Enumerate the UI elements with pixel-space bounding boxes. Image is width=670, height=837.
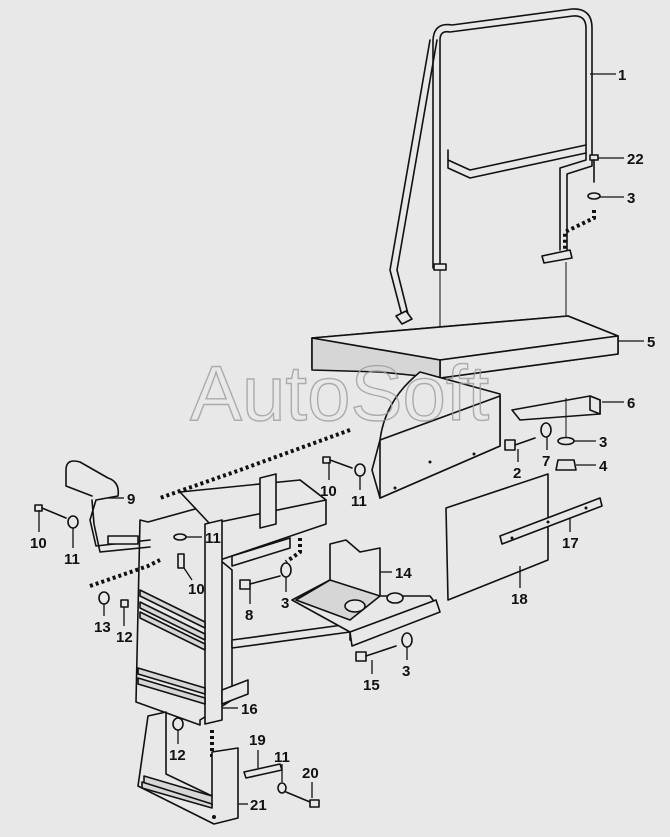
callout-19: 19 xyxy=(249,732,266,749)
nut-12-lower xyxy=(172,717,184,731)
callout-6: 6 xyxy=(627,395,635,412)
lower-step xyxy=(137,711,239,825)
callout-18: 18 xyxy=(511,591,528,608)
washer-11-frame xyxy=(173,533,187,541)
plate-19 xyxy=(243,763,283,779)
callout-21: 21 xyxy=(250,797,267,814)
callout-3-right: 3 xyxy=(599,434,607,451)
callout-3-frame: 3 xyxy=(281,595,289,612)
watermark: AutoSoft xyxy=(190,349,490,437)
callout-10-seat: 10 xyxy=(320,483,337,500)
callout-13: 13 xyxy=(94,619,111,636)
bolt-10-frame xyxy=(177,553,185,569)
washer-13 xyxy=(98,591,110,605)
step-frame xyxy=(135,473,351,726)
callout-2: 2 xyxy=(513,465,521,482)
grab-handle xyxy=(65,460,151,553)
callout-9: 9 xyxy=(127,491,135,508)
callout-12-upper: 12 xyxy=(116,629,133,646)
callout-12-lower: 12 xyxy=(169,747,186,764)
nut-12-upper xyxy=(120,599,129,608)
callout-3-top: 3 xyxy=(627,190,635,207)
callout-11-lower: 11 xyxy=(274,749,290,766)
bolt-22 xyxy=(563,154,601,250)
seat-box xyxy=(311,315,619,499)
callout-11-left: 11 xyxy=(64,551,80,568)
handrail xyxy=(389,8,593,325)
callout-5: 5 xyxy=(647,334,655,351)
washer-7 xyxy=(540,422,552,438)
callout-16: 16 xyxy=(241,701,258,718)
bolt-8 xyxy=(239,562,292,590)
callout-15: 15 xyxy=(363,677,380,694)
nut-4 xyxy=(555,459,577,471)
bolt-10-handle xyxy=(34,504,79,529)
bolt-20 xyxy=(285,791,320,808)
callout-1: 1 xyxy=(618,67,626,84)
callout-4: 4 xyxy=(599,458,608,475)
bracket-6 xyxy=(511,395,601,421)
bolt-10-seat xyxy=(322,456,366,477)
callout-20: 20 xyxy=(302,765,319,782)
callout-22: 22 xyxy=(627,151,644,168)
washer-11-lower xyxy=(277,782,287,794)
washer-3 xyxy=(557,436,575,446)
leader-lines xyxy=(38,73,644,805)
mud-flap xyxy=(445,473,603,601)
callout-7: 7 xyxy=(542,453,550,470)
callouts: 1 22 3 5 6 3 4 2 7 10 11 9 10 11 11 10 1… xyxy=(30,67,655,814)
callout-17: 17 xyxy=(562,535,579,552)
callout-3-bottom: 3 xyxy=(402,663,410,680)
callout-11-frame: 11 xyxy=(205,530,221,547)
callout-14: 14 xyxy=(395,565,412,582)
bolt-15 xyxy=(355,632,413,662)
callout-10-left: 10 xyxy=(30,535,47,552)
callout-11-seat: 11 xyxy=(351,493,367,510)
callout-8: 8 xyxy=(245,607,253,624)
callout-10-frame: 10 xyxy=(188,581,205,598)
bolt-2 xyxy=(504,437,536,451)
